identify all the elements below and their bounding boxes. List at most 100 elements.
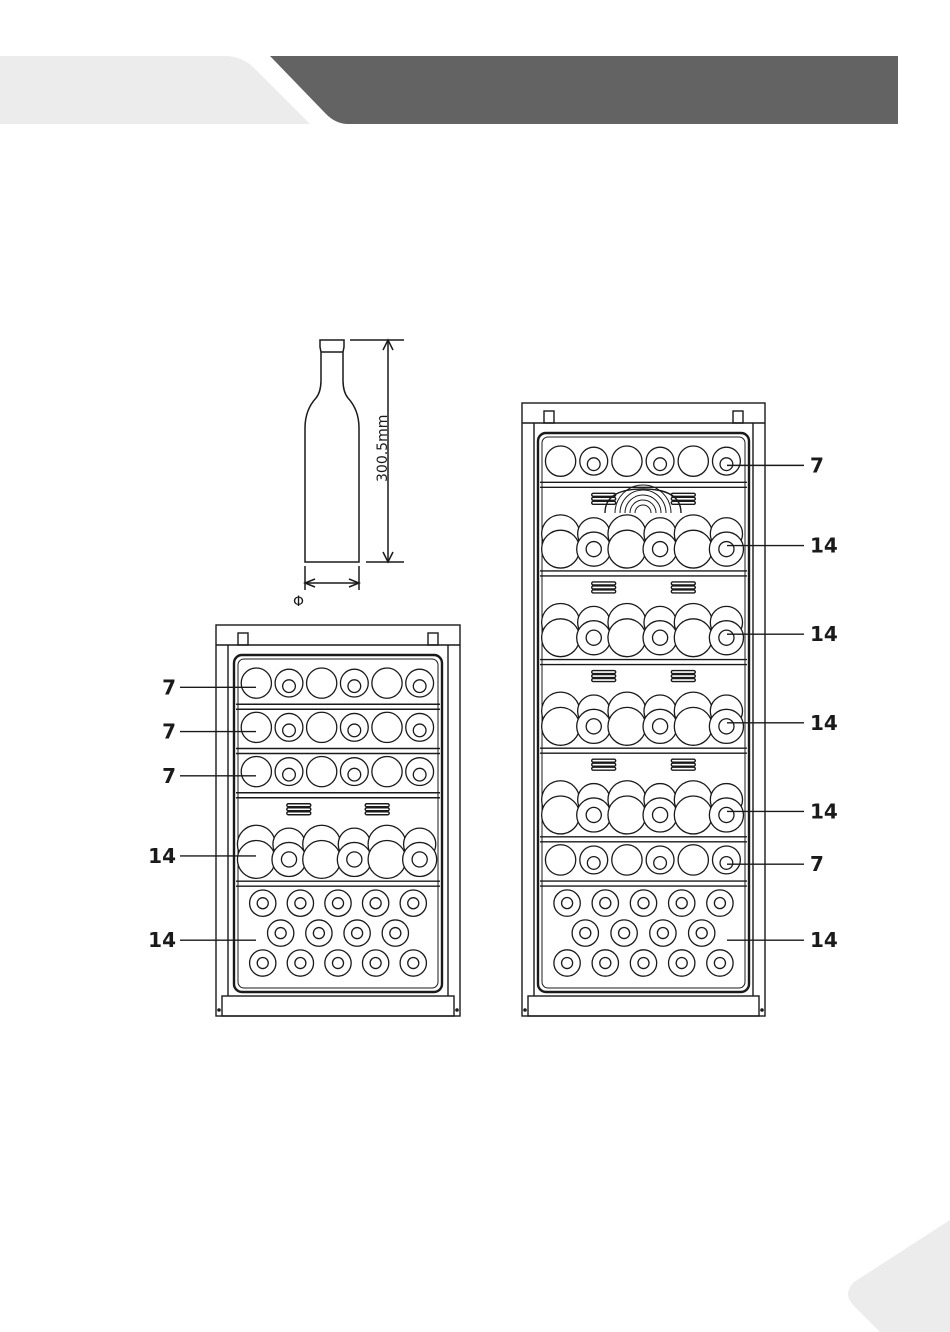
fan-grille-ring	[635, 505, 651, 513]
bottle-stack-cork-6-0-3	[676, 898, 687, 909]
bottle-lower-3-4	[674, 707, 712, 745]
bottle-stack-cork-6-1-1	[619, 928, 630, 939]
bottle-lower-cork-1-1	[586, 542, 601, 557]
shelf-1: 7	[162, 668, 440, 709]
bottle-lower-cork-3-1	[586, 719, 601, 734]
bottle-lower-cork-2-5	[719, 630, 734, 645]
shelf-capacity-label: 14	[810, 534, 838, 558]
hinge-right	[733, 411, 743, 423]
vent-slot-2-0-2	[592, 590, 616, 593]
shelf-5: 14	[148, 890, 426, 976]
shelf-capacity-label: 14	[810, 928, 838, 952]
vent-slot-4-1-0	[671, 759, 695, 762]
bottle-base-0-0	[241, 668, 271, 698]
bottle-stack-cork-6-1-0	[580, 928, 591, 939]
bottle-lower-cork-3-3	[653, 719, 668, 734]
cabinet-base	[222, 996, 454, 1016]
foot-screw-left	[217, 1008, 221, 1012]
vent-slot-3-0-2	[592, 679, 616, 682]
shelf-capacity-label: 7	[162, 764, 176, 788]
bottle-lower-cork-3-1	[281, 852, 296, 867]
shelf-capacity-label: 14	[810, 622, 838, 646]
bottle-cork-0-5	[720, 458, 733, 471]
bottle-lower-1-2	[608, 530, 646, 568]
bottle-stack-cork-4-0-3	[370, 898, 381, 909]
vent-slot-2-0-0	[592, 582, 616, 585]
bottle-base-1-4	[372, 712, 402, 742]
small-wine-cabinet: 7 7 7 1414	[148, 625, 460, 1016]
shelf-capacity-label: 14	[810, 799, 838, 823]
vent-slot-3-0-2	[287, 812, 311, 815]
vent-slot-3-0-1	[287, 808, 311, 811]
bottle-cork-1-3	[348, 724, 361, 737]
bottle-stack-cork-4-1-2	[352, 928, 363, 939]
bottle-base-5-2	[612, 845, 642, 875]
bottle-base-1-2	[307, 712, 337, 742]
shelf-3: 7	[162, 756, 440, 797]
bottle-lower-3-2	[608, 707, 646, 745]
vent-slot-3-1-0	[365, 804, 389, 807]
fan-grille-housing	[605, 489, 681, 513]
cabinet-liner	[234, 655, 442, 992]
bottle-stack-cork-4-1-0	[275, 928, 286, 939]
vent-slot-3-0-0	[287, 804, 311, 807]
bottle-lower-2-0	[542, 619, 580, 657]
bottle-lower-3-2	[303, 841, 341, 879]
fan-grille-ring	[620, 490, 666, 513]
shelf-capacity-label: 7	[810, 453, 824, 477]
bottle-cork-5-3	[654, 857, 667, 870]
vent-slot-4-1-1	[671, 763, 695, 766]
bottle-stack-cork-6-2-4	[714, 957, 725, 968]
bottle-stack-cork-6-2-1	[600, 957, 611, 968]
bottle-lower-cork-4-5	[719, 807, 734, 822]
shelf-2: 7	[162, 712, 440, 753]
vent-slot-3-1-1	[671, 675, 695, 678]
bottle-lower-cork-4-3	[653, 807, 668, 822]
bottle-cork-0-1	[283, 680, 296, 693]
bottle-lower-cork-1-3	[653, 542, 668, 557]
bottle-lower-1-0	[542, 530, 580, 568]
bottle-cork-2-5	[413, 768, 426, 781]
shelf-capacity-label: 14	[810, 711, 838, 735]
shelf-1: 7	[540, 446, 824, 487]
vent-slot-2-1-0	[671, 582, 695, 585]
bottle-lower-cork-4-1	[586, 807, 601, 822]
bottle-height-label: 300.5mm	[375, 415, 391, 482]
bottle-stack-cork-6-1-3	[696, 928, 707, 939]
bottle-cork-0-5	[413, 680, 426, 693]
bottle-stack-cork-6-2-3	[676, 957, 687, 968]
bottle-stack-cork-6-0-2	[638, 898, 649, 909]
bottle-base-5-0	[545, 845, 575, 875]
shelf-4: 14	[148, 804, 440, 886]
bottle-stack-cork-6-2-0	[562, 957, 573, 968]
bottle-lower-3-0	[542, 707, 580, 745]
bottle-base-0-0	[545, 446, 575, 476]
bottle-stack-cork-4-0-2	[332, 898, 343, 909]
vent-slot-4-0-1	[592, 763, 616, 766]
bottle-stack-cork-6-2-2	[638, 957, 649, 968]
bottle-stack-cork-4-2-4	[408, 958, 419, 969]
vent-slot-2-0-1	[592, 586, 616, 589]
bottle-cork-0-3	[348, 680, 361, 693]
vent-slot-3-1-0	[671, 671, 695, 674]
bottle-stack-cork-4-2-3	[370, 958, 381, 969]
shelf-4: 14	[540, 671, 838, 754]
bottle-stack-cork-6-0-0	[562, 898, 573, 909]
shelf-capacity-label: 7	[810, 852, 824, 876]
foot-screw-left	[523, 1008, 527, 1012]
bottle-cork-0-3	[654, 458, 667, 471]
bottle-stack-cork-4-0-4	[408, 898, 419, 909]
bottle-cork-2-3	[348, 768, 361, 781]
shelf-capacity-label: 7	[162, 720, 176, 744]
cabinet-liner-inner	[238, 659, 438, 988]
vent-slot-2-1-1	[671, 586, 695, 589]
bottle-stack-cork-6-0-1	[600, 898, 611, 909]
bottle-stack-cork-4-2-1	[295, 958, 306, 969]
vent-slot-3-0-0	[592, 671, 616, 674]
vent-slot-4-1-2	[671, 767, 695, 770]
fan-grille-icon	[605, 485, 681, 513]
bottle-cork-1-5	[413, 724, 426, 737]
bottle-stack-cork-4-2-2	[332, 958, 343, 969]
bottle-lower-cork-1-5	[719, 542, 734, 557]
